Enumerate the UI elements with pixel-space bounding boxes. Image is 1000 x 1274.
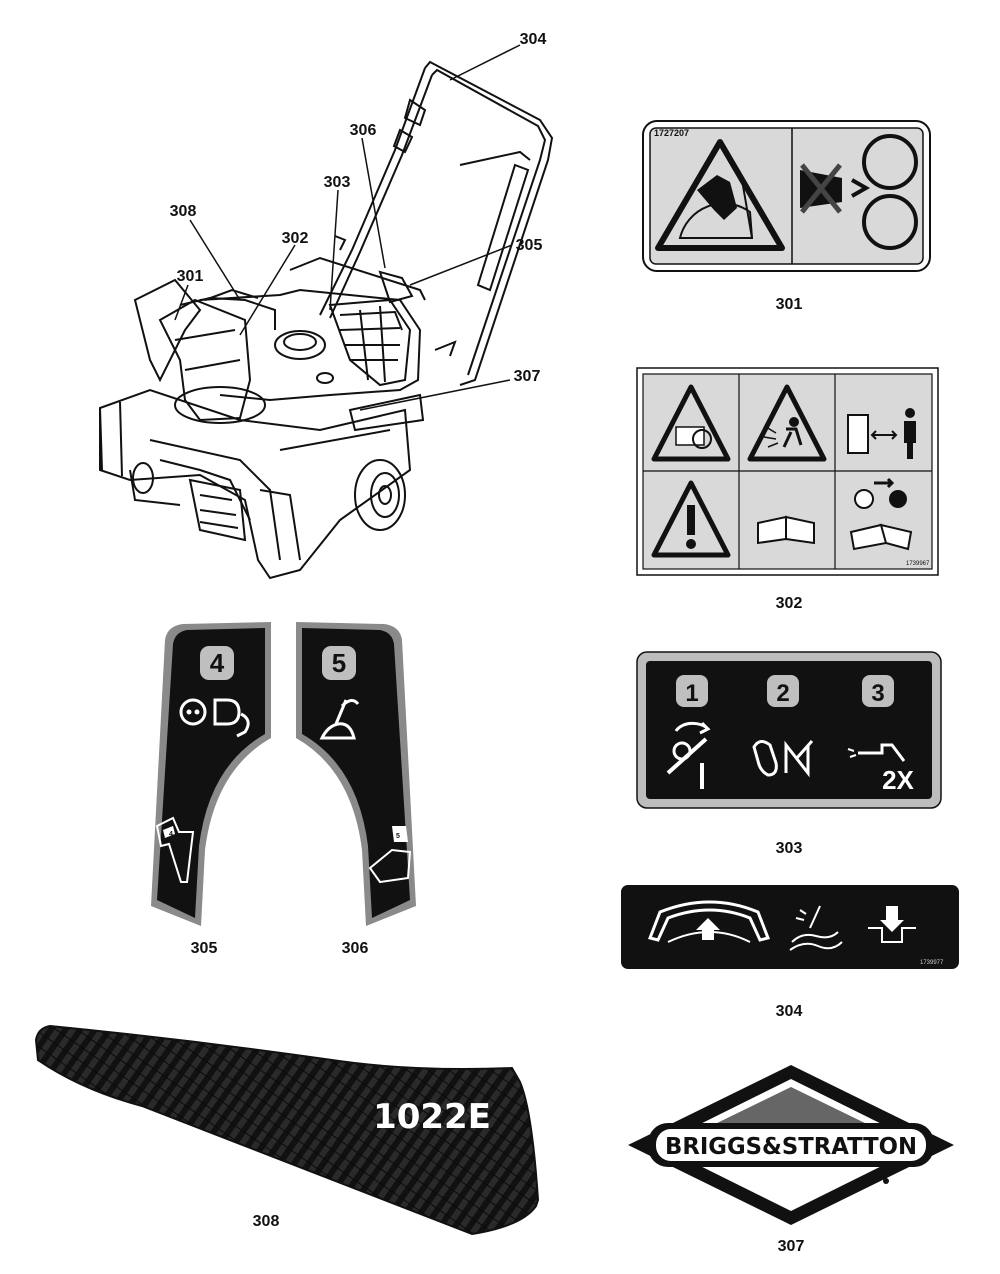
decal-306-step: 5 <box>332 648 346 678</box>
decal-305-small-step: 4 <box>169 831 173 838</box>
label-303: 303 <box>775 840 803 857</box>
label-305: 305 <box>190 940 218 957</box>
decal-304: 1739977 <box>621 885 959 969</box>
decal-307-logo: BRIGGS&STRATTON <box>628 1065 954 1225</box>
label-306: 306 <box>341 940 369 957</box>
decal-302: 1739967 <box>636 367 939 576</box>
callout-302: 302 <box>281 230 309 247</box>
callout-307: 307 <box>513 368 541 385</box>
decal-301-part-number: 1727207 <box>654 128 689 138</box>
decal-308-model: 1022E <box>373 1097 491 1137</box>
callout-308: 308 <box>169 203 197 220</box>
label-302: 302 <box>775 595 803 612</box>
label-307: 307 <box>777 1238 805 1255</box>
label-304: 304 <box>775 1003 803 1020</box>
callout-304: 304 <box>519 31 547 48</box>
callout-306: 306 <box>349 122 377 139</box>
decal-306: 5 5 <box>296 622 416 926</box>
decal-308: 1022E <box>34 1024 540 1236</box>
decal-304-part-number: 1739977 <box>920 960 944 966</box>
callout-305: 305 <box>515 237 543 254</box>
decal-303: 1 2 3 2X <box>636 651 942 809</box>
label-301: 301 <box>775 296 803 313</box>
decal-306-small-step: 5 <box>396 833 400 840</box>
decal-303-step-3: 3 <box>871 680 884 707</box>
callout-301: 301 <box>176 268 204 285</box>
decal-307-brand-text: BRIGGS&STRATTON <box>665 1134 917 1160</box>
callout-303: 303 <box>323 174 351 191</box>
decal-303-step-1: 1 <box>685 680 698 707</box>
decal-303-step-2: 2 <box>776 680 789 707</box>
decal-305-step: 4 <box>210 648 225 678</box>
decal-303-count-text: 2X <box>882 765 914 795</box>
decal-302-part-number: 1739967 <box>906 561 930 567</box>
decal-301: 1727207 <box>642 120 931 272</box>
label-308: 308 <box>252 1213 280 1230</box>
decal-305: 4 4 <box>151 622 271 926</box>
